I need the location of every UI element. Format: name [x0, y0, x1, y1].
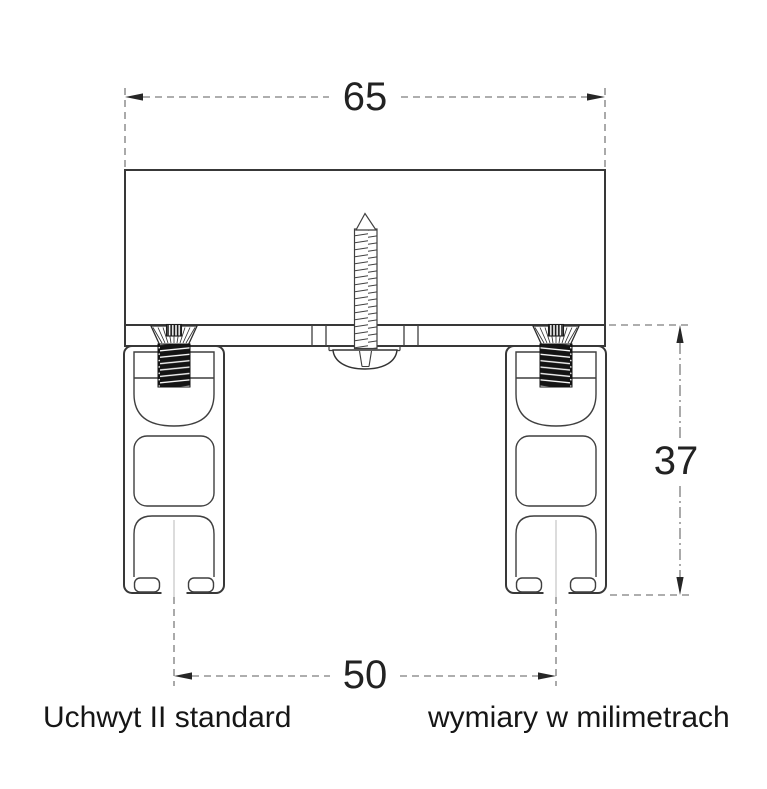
rail-middle-chamber	[133, 435, 215, 507]
arrow-left	[174, 672, 192, 680]
dimension-label-65: 65	[343, 75, 388, 119]
rail-fixing-screw	[149, 323, 199, 388]
wood-screw-pan-head	[332, 349, 398, 370]
arrow-down	[676, 577, 684, 595]
arrow-right	[538, 672, 556, 680]
arrow-up	[676, 325, 684, 343]
plate-boss-lines	[311, 325, 419, 346]
arrow-left	[125, 93, 143, 101]
dimension-label-50: 50	[343, 653, 388, 697]
wood-screw-thread	[354, 229, 377, 349]
screw-threaded-shank	[157, 343, 191, 388]
wood-screw-slot	[358, 350, 373, 368]
center-mounting-screw	[328, 212, 401, 370]
dimension-label-37: 37	[654, 439, 699, 483]
arrow-right	[587, 93, 605, 101]
caption-product-name: Uchwyt II standard	[43, 701, 291, 734]
wood-screw-tip	[354, 212, 378, 231]
rail-hook-left	[133, 577, 161, 593]
screw-drive-recess	[165, 323, 183, 337]
left-rail-profile	[123, 323, 225, 602]
dimension-rail-spacing: 50	[173, 597, 557, 697]
caption-units-note: wymiary w milimetrach	[427, 701, 730, 734]
rail-top-screw-pocket	[133, 351, 215, 427]
rail-hook-right	[187, 577, 215, 593]
rail-glider-channel	[133, 515, 215, 577]
dimension-right-height: 37	[609, 324, 699, 596]
right-rail-profile	[505, 323, 607, 603]
dimension-top-width: 65	[124, 75, 606, 167]
